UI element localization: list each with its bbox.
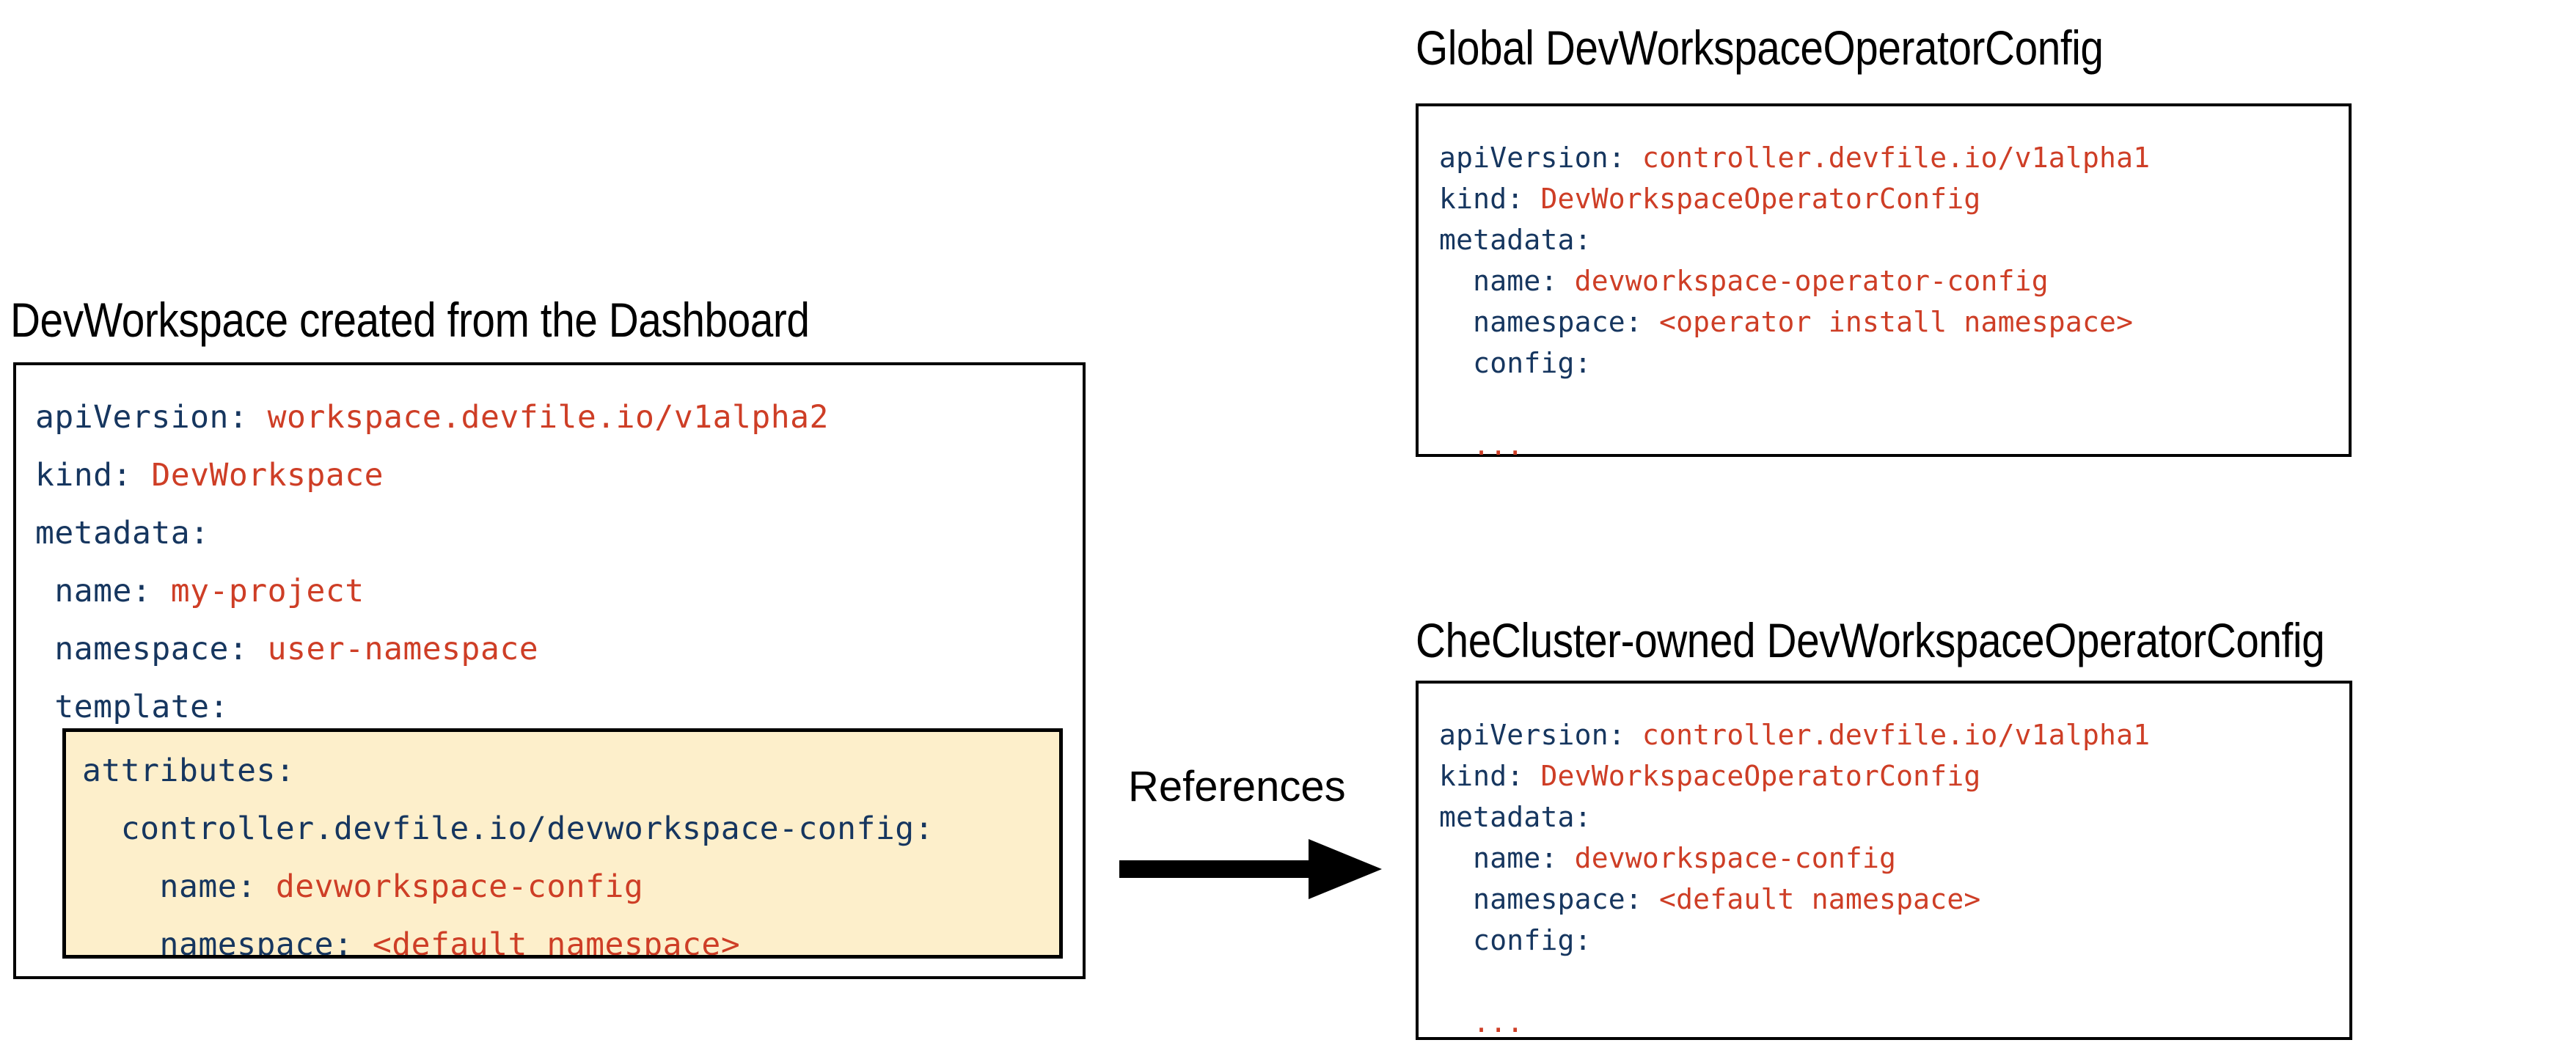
yaml-key: apiVersion: (35, 399, 249, 436)
code-line: config: (1439, 343, 2150, 384)
code-line: controller.devfile.io/devworkspace-confi… (82, 800, 934, 858)
checluster-dwoc-code-box: apiVersion: controller.devfile.io/v1alph… (1416, 681, 2352, 1040)
code-line: namespace: <operator install namespace> (1439, 301, 2150, 343)
code-line: kind: DevWorkspace (35, 447, 829, 505)
code-line: namespace: <default namespace> (1439, 879, 2150, 920)
yaml-key: name: (35, 573, 152, 609)
code-line: config: (1439, 920, 2150, 961)
yaml-key: metadata: (1439, 224, 1592, 256)
code-line: metadata: (35, 505, 829, 563)
global-dwoc-title: Global DevWorkspaceOperatorConfig (1416, 21, 2104, 75)
code-line: metadata: (1439, 219, 2150, 260)
code-line: kind: DevWorkspaceOperatorConfig (1439, 178, 2150, 219)
code-line: apiVersion: controller.devfile.io/v1alph… (1439, 714, 2150, 755)
yaml-key: apiVersion: (1439, 142, 1625, 174)
yaml-key: name: (82, 868, 257, 905)
yaml-key: metadata: (1439, 801, 1592, 833)
yaml-key: metadata: (35, 515, 210, 552)
left-panel-title: DevWorkspace created from the Dashboard (10, 293, 810, 347)
global-dwoc-code-box: apiVersion: controller.devfile.io/v1alph… (1416, 103, 2352, 461)
code-line: name: my-project (35, 563, 829, 620)
yaml-value: <operator install namespace> (1642, 306, 2134, 338)
code-line (1439, 384, 2150, 425)
yaml-value: user-namespace (248, 631, 539, 667)
yaml-value: workspace.devfile.io/v1alpha2 (248, 399, 829, 436)
yaml-key: attributes: (82, 752, 296, 789)
devworkspace-config-attributes-yaml: attributes: controller.devfile.io/devwor… (82, 742, 934, 959)
yaml-value: ... (1473, 1006, 1524, 1039)
yaml-key: kind: (35, 457, 132, 494)
yaml-value: my-project (151, 573, 365, 609)
code-line: ... (1439, 425, 2150, 466)
code-line: name: devworkspace-config (82, 858, 934, 916)
yaml-value: <default namespace> (353, 926, 741, 959)
yaml-key: controller.devfile.io/devworkspace-confi… (82, 810, 934, 847)
code-line: attributes: (82, 742, 934, 800)
yaml-key: namespace: (1439, 306, 1642, 338)
devworkspace-config-attributes-highlight: attributes: controller.devfile.io/devwor… (62, 728, 1063, 959)
yaml-key: name: (1439, 842, 1558, 874)
yaml-value: <default namespace> (1642, 883, 1981, 915)
references-arrow-label: References (1128, 763, 1346, 810)
devworkspace-code-box: apiVersion: workspace.devfile.io/v1alpha… (13, 362, 1086, 979)
devworkspace-yaml: apiVersion: workspace.devfile.io/v1alpha… (35, 389, 829, 736)
yaml-key: namespace: (1439, 883, 1642, 915)
code-line: namespace: user-namespace (35, 620, 829, 678)
yaml-value: devworkspace-config (256, 868, 644, 905)
yaml-value: ... (1473, 429, 1524, 461)
code-line: kind: DevWorkspaceOperatorConfig (1439, 755, 2150, 796)
code-line: namespace: <default namespace> (82, 916, 934, 959)
yaml-key: kind: (1439, 183, 1524, 215)
checluster-dwoc-yaml: apiVersion: controller.devfile.io/v1alph… (1439, 714, 2150, 1043)
code-line: apiVersion: workspace.devfile.io/v1alpha… (35, 389, 829, 447)
references-arrow-icon (1119, 839, 1382, 899)
code-line: ... (1439, 1002, 2150, 1043)
yaml-value: DevWorkspaceOperatorConfig (1523, 760, 1981, 792)
yaml-value: controller.devfile.io/v1alpha1 (1625, 719, 2151, 751)
code-line: metadata: (1439, 796, 2150, 838)
global-dwoc-yaml: apiVersion: controller.devfile.io/v1alph… (1439, 137, 2150, 466)
yaml-key: namespace: (82, 926, 354, 959)
yaml-key (1439, 429, 1473, 461)
yaml-key: config: (1439, 924, 1592, 956)
yaml-key (1439, 1006, 1473, 1039)
code-line: name: devworkspace-config (1439, 838, 2150, 879)
yaml-key: name: (1439, 265, 1558, 297)
yaml-key: apiVersion: (1439, 719, 1625, 751)
code-line: template: (35, 678, 829, 736)
yaml-key: kind: (1439, 760, 1524, 792)
code-line (1439, 961, 2150, 1002)
yaml-value: DevWorkspaceOperatorConfig (1523, 183, 1981, 215)
yaml-key: config: (1439, 347, 1592, 379)
yaml-key: namespace: (35, 631, 249, 667)
yaml-value: devworkspace-operator-config (1557, 265, 2049, 297)
checluster-dwoc-title: CheCluster-owned DevWorkspaceOperatorCon… (1416, 613, 2325, 667)
yaml-key: template: (35, 689, 229, 725)
yaml-value: DevWorkspace (131, 457, 384, 494)
yaml-value: devworkspace-config (1557, 842, 1897, 874)
code-line: apiVersion: controller.devfile.io/v1alph… (1439, 137, 2150, 178)
yaml-value: controller.devfile.io/v1alpha1 (1625, 142, 2151, 174)
code-line: name: devworkspace-operator-config (1439, 260, 2150, 301)
